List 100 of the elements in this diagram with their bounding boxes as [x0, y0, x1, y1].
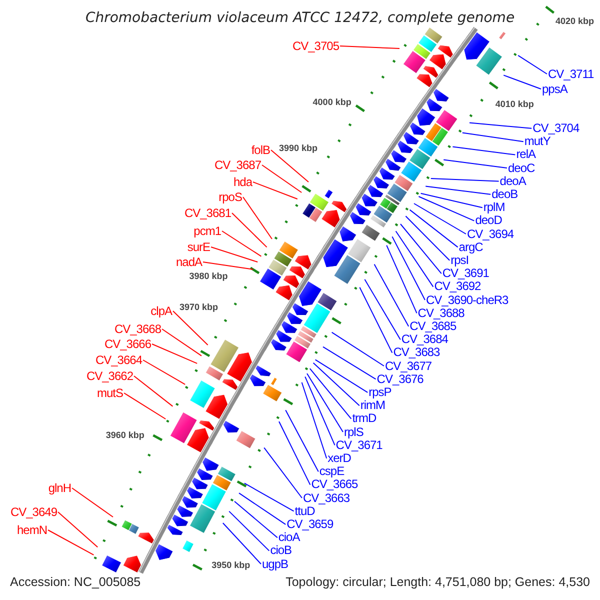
gene-label: CV_3694	[467, 228, 514, 240]
gene-label: ugpB	[262, 558, 288, 570]
leader-line	[414, 203, 466, 234]
leader-line	[162, 328, 202, 356]
leader-line	[409, 209, 458, 248]
leader-line	[430, 178, 500, 182]
gene-label: cspE	[319, 465, 344, 478]
leader-line	[309, 368, 352, 420]
gene-label: CV_3705	[292, 40, 339, 52]
leader-line	[58, 512, 98, 548]
gene-label: CV_3659	[286, 518, 334, 531]
gene-label: relA	[516, 148, 536, 162]
gene-label: CV_3684	[401, 333, 448, 346]
leader-line	[234, 500, 278, 538]
gene-label: rpoS	[218, 190, 242, 204]
gene-label: argC	[458, 240, 483, 254]
leader-line	[285, 410, 319, 472]
leader-line	[392, 236, 426, 300]
gene-label: trmD	[352, 412, 376, 426]
leader-line	[232, 212, 268, 248]
leader-line	[301, 382, 328, 459]
gene-label: CV_3677	[385, 360, 432, 372]
gene-label: CV_3711	[548, 68, 594, 80]
leader-line	[420, 192, 483, 208]
leader-line	[364, 278, 401, 340]
gene-label: xerD	[328, 452, 351, 465]
leader-line	[228, 510, 270, 552]
gene-label: CV_3664	[95, 354, 142, 366]
gene-label: ttuD	[294, 504, 315, 518]
scale-label: 3950 kbp	[212, 560, 250, 570]
leader-line	[238, 492, 286, 525]
leader-line	[503, 74, 542, 90]
gene-label: CV_3691	[442, 267, 489, 280]
gene-label: CV_3671	[336, 438, 382, 452]
gene-label: CV_3681	[184, 206, 231, 220]
scale-label: 3970 kbp	[180, 302, 218, 312]
gene-label: ppsA	[542, 82, 568, 96]
gene-label: mutS	[96, 386, 123, 400]
leader-line	[72, 488, 114, 518]
leader-line	[340, 46, 400, 49]
gene-label: deoD	[475, 214, 502, 228]
leader-line	[443, 159, 508, 168]
leader-line	[405, 216, 450, 261]
gene-label: CV_3685	[410, 320, 456, 333]
scale-label: 3990 kbp	[279, 143, 318, 153]
leader-line	[222, 230, 262, 257]
leader-line	[270, 150, 309, 182]
gene-label: deoC	[508, 162, 535, 174]
leader-line	[242, 196, 272, 240]
gene-label: surE	[187, 240, 210, 254]
leader-line	[244, 482, 294, 512]
leader-line	[312, 362, 360, 406]
leader-line	[418, 196, 475, 222]
leader-line	[452, 146, 516, 156]
leader-line	[395, 230, 434, 288]
gene-label: CV_3663	[303, 492, 350, 504]
leader-line	[152, 344, 198, 364]
accession-text: Accession: NC_005085	[10, 575, 141, 590]
gene-label: glnH	[48, 482, 71, 494]
leader-line	[359, 286, 393, 354]
leader-line	[322, 346, 376, 380]
scale-label: 4010 kbp	[495, 99, 534, 110]
gene-label: rpsP	[368, 386, 392, 399]
leader-line	[252, 182, 298, 200]
gene-label: CV_3683	[393, 346, 440, 360]
scale-label: 4000 kbp	[312, 96, 352, 106]
leader-line	[374, 264, 410, 327]
gene-label: mutY	[524, 135, 550, 148]
gene-label: deoA	[500, 174, 526, 188]
leader-line	[386, 244, 418, 314]
gene-label: rplS	[344, 426, 364, 438]
gene-label: CV_3662	[86, 370, 133, 382]
leader-line	[222, 522, 262, 564]
gene-label: hemN	[16, 524, 47, 536]
gene-label: CV_3666	[104, 338, 151, 350]
gene-label: CV_3692	[434, 280, 481, 294]
gene-label: hda	[233, 176, 252, 188]
genome-summary: Topology: circular; Length: 4,751,080 bp; Genes: 4,530	[286, 575, 590, 590]
leader-line	[264, 447, 302, 498]
map-title: Chromobacterium violaceum ATCC 12472, complete genome	[85, 10, 515, 26]
leader-line	[469, 122, 532, 129]
scale-label: 4020 kbp	[556, 16, 594, 26]
leader-line	[48, 530, 94, 556]
gene-label: CV_3704	[532, 122, 580, 135]
gene-label: CV_3688	[418, 306, 464, 320]
leader-line	[172, 310, 208, 346]
scale-label: 3980 kbp	[189, 270, 228, 281]
leader-line	[306, 373, 344, 432]
leader-line	[134, 376, 174, 407]
leader-line	[210, 246, 258, 262]
gene-label: nadA	[176, 256, 202, 268]
leader-line	[262, 164, 302, 193]
gene-label: CV_3668	[114, 322, 161, 336]
leader-line	[331, 332, 384, 366]
leader-line	[400, 224, 442, 274]
leader-line	[314, 359, 368, 393]
gene-label: deoB	[492, 188, 518, 201]
gene-label: folB	[251, 144, 270, 156]
gene-label: CV_3687	[214, 158, 261, 172]
gene-label: rplM	[483, 201, 505, 214]
